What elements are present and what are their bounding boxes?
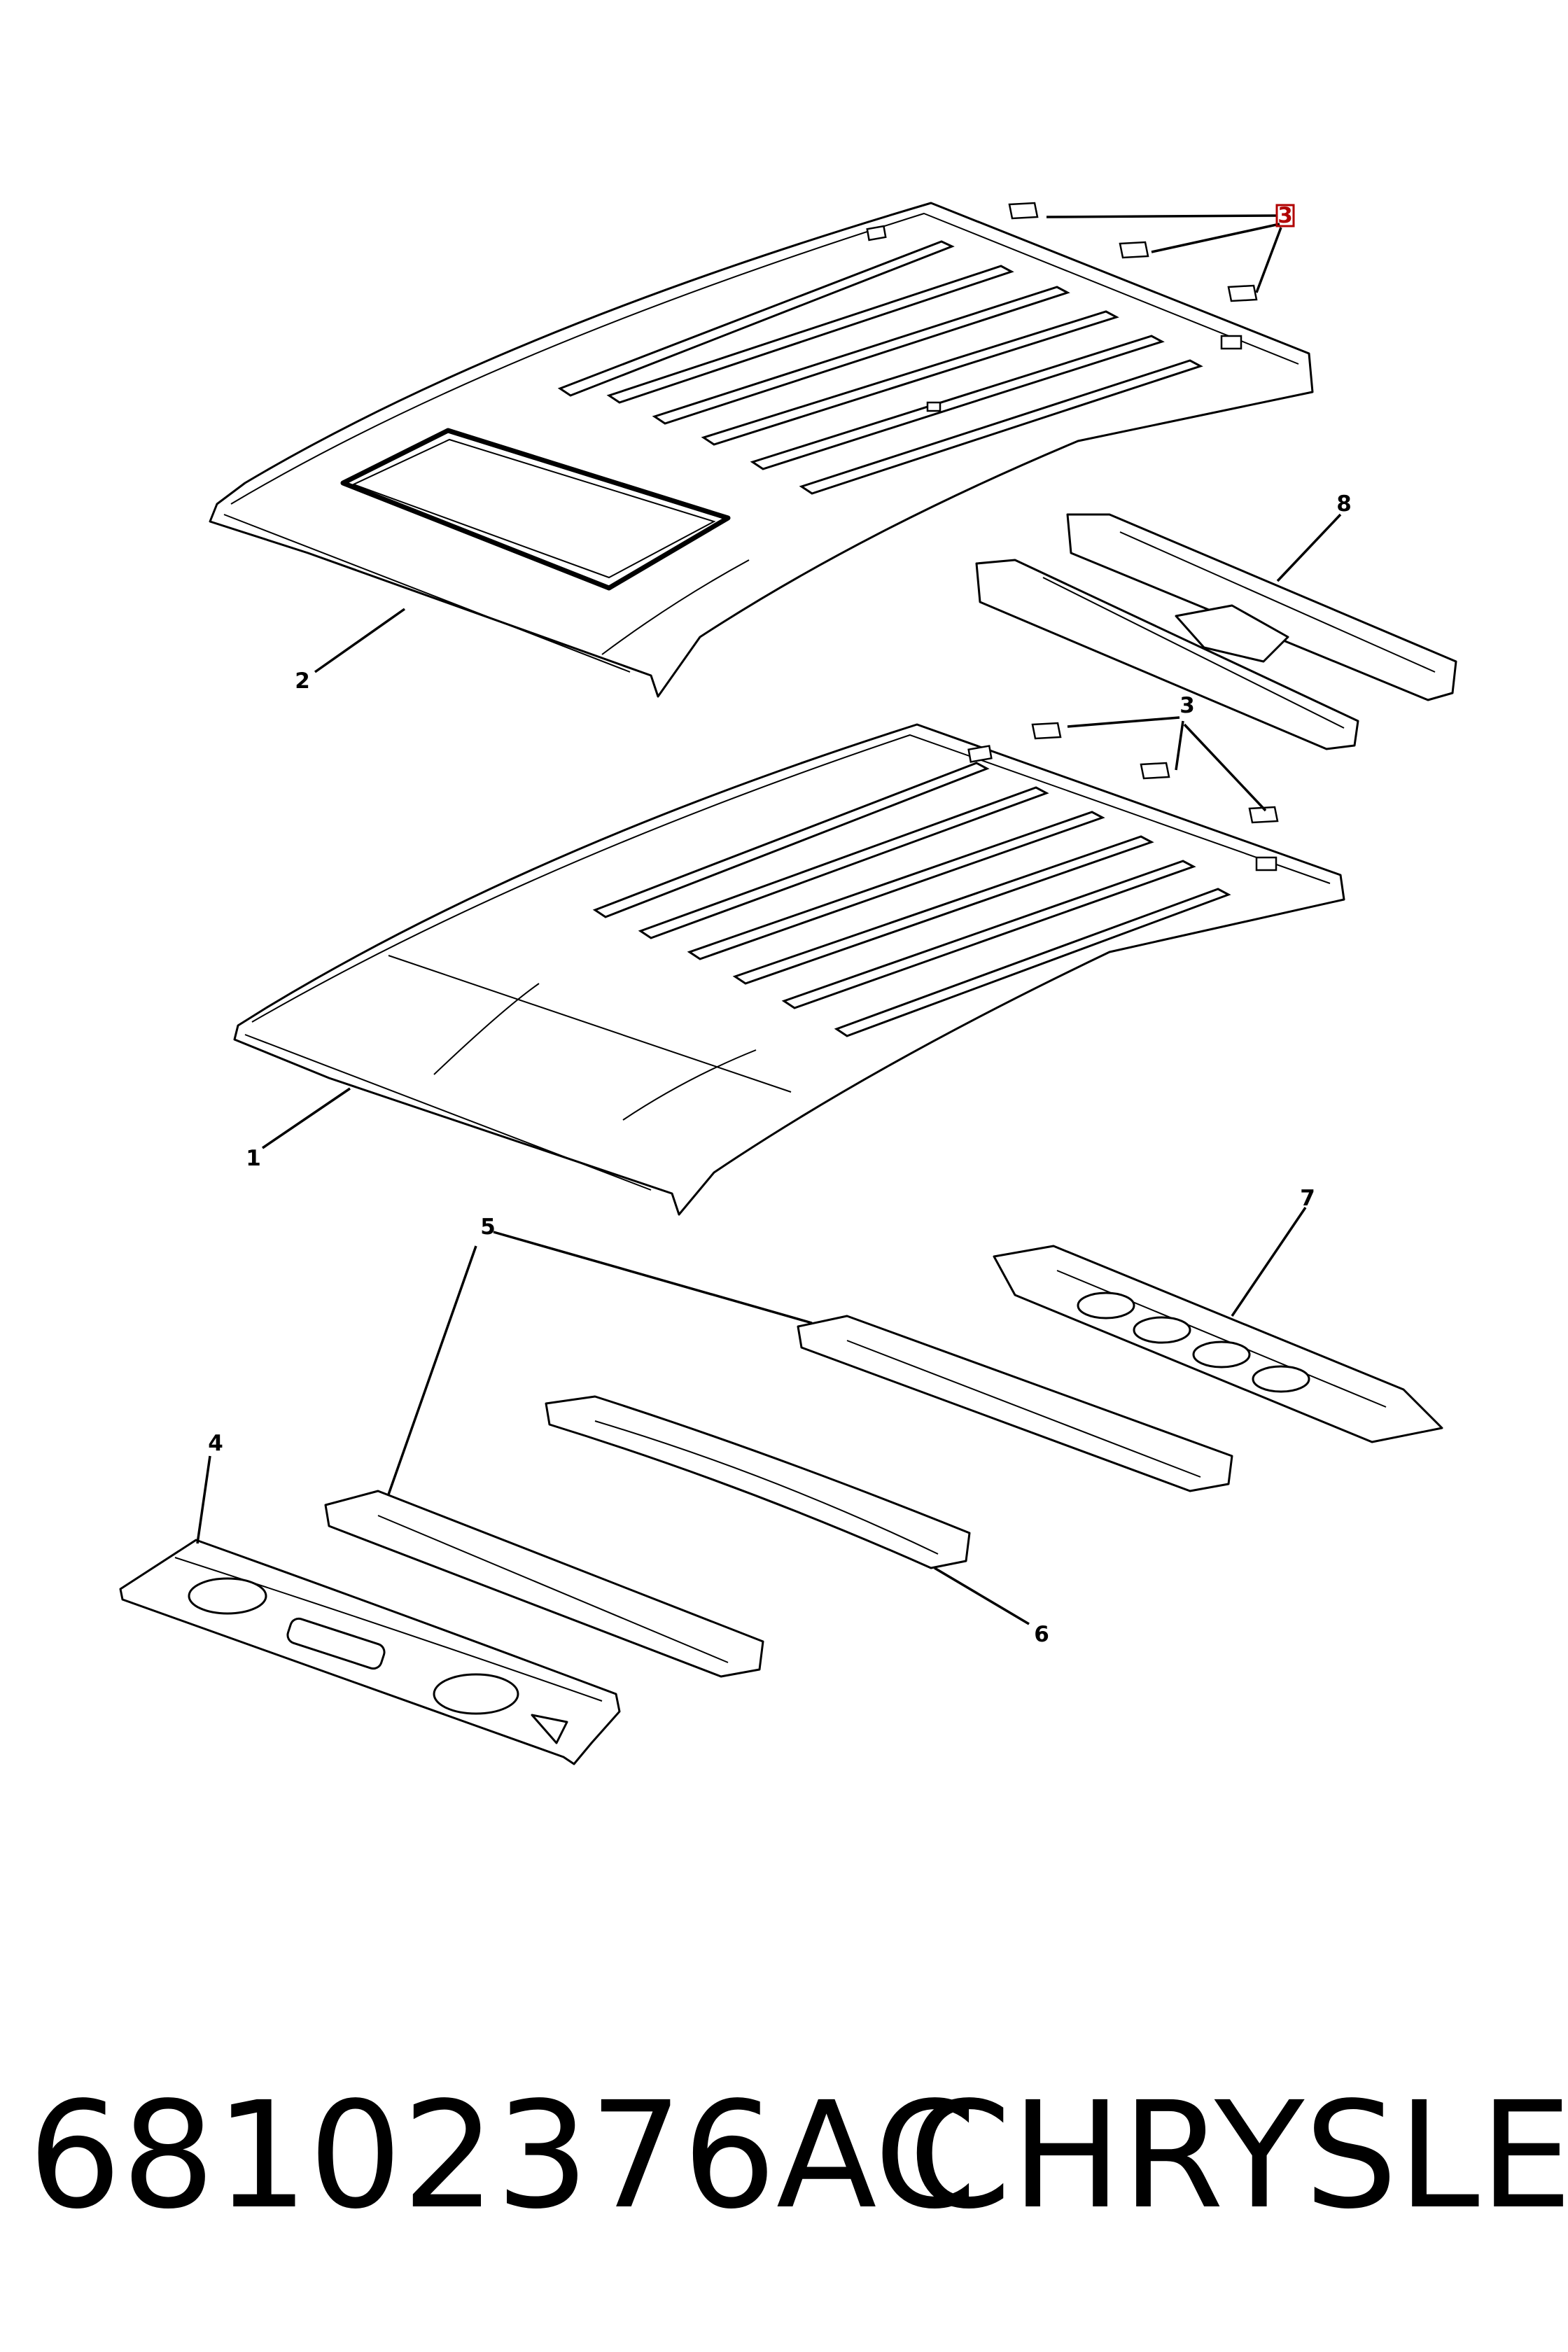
callout-5[interactable]: 5 bbox=[480, 1214, 496, 1240]
brand-name: CHRYSLER bbox=[909, 2070, 1568, 2241]
part-3-pads-upper bbox=[1008, 202, 1258, 302]
callout-1[interactable]: 1 bbox=[246, 1146, 261, 1171]
callout-4[interactable]: 4 bbox=[208, 1431, 223, 1456]
part-3-pads-lower bbox=[1031, 722, 1279, 824]
callout-3-highlight-box bbox=[1275, 204, 1295, 227]
part-1-roof-panel bbox=[233, 723, 1345, 1216]
callout-7[interactable]: 7 bbox=[1300, 1186, 1315, 1211]
part-6-roof-bow-middle bbox=[545, 1395, 971, 1569]
part-2-roof-panel-sunroof bbox=[209, 202, 1314, 698]
callout-8[interactable]: 8 bbox=[1336, 491, 1352, 517]
callout-6[interactable]: 6 bbox=[1034, 1622, 1049, 1647]
callout-3-lower[interactable]: 3 bbox=[1180, 693, 1195, 718]
part-5-roof-bow-front bbox=[324, 1490, 764, 1678]
part-5-roof-bow-rear bbox=[797, 1315, 1233, 1492]
callout-2[interactable]: 2 bbox=[295, 668, 310, 694]
part-7-rear-header bbox=[993, 1245, 1443, 1443]
callout-3-upper[interactable]: 3 bbox=[1278, 203, 1293, 228]
leader-lines bbox=[196, 214, 1342, 1625]
part-number: 68102376AC bbox=[28, 2070, 977, 2241]
footer-caption: 68102376AC CHRYSLER bbox=[0, 2065, 1568, 2247]
part-8-cross-member bbox=[975, 513, 1457, 750]
part-4-front-header bbox=[119, 1539, 621, 1765]
